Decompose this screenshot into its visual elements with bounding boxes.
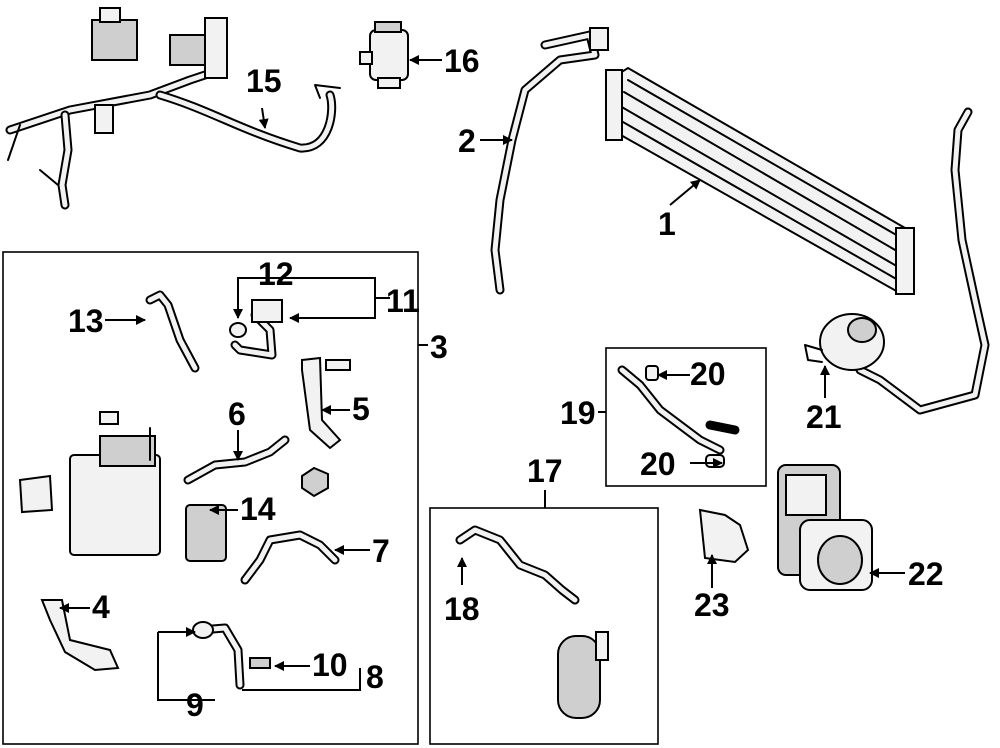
callout-20-lower: 20 bbox=[640, 446, 676, 482]
part-15-harness bbox=[5, 7, 341, 210]
part-21-accumulator bbox=[804, 107, 990, 415]
part-20-cap-lower bbox=[705, 454, 725, 468]
part-16-valve bbox=[359, 21, 409, 89]
part-13-hose bbox=[145, 290, 200, 373]
callout-20-upper: 20 bbox=[690, 356, 726, 392]
callout-13: 13 bbox=[68, 303, 104, 339]
part-10-clip bbox=[249, 657, 271, 669]
part-11-hose bbox=[230, 299, 283, 360]
part-1-condenser bbox=[605, 66, 915, 295]
callout-23: 23 bbox=[694, 587, 730, 623]
callout-1: 1 bbox=[658, 206, 676, 242]
part-3-module bbox=[18, 411, 161, 556]
callout-5: 5 bbox=[352, 391, 370, 427]
callout-15: 15 bbox=[246, 63, 282, 99]
callout-2: 2 bbox=[458, 123, 476, 159]
part-6-hose bbox=[183, 435, 290, 485]
part-5-bracket bbox=[301, 356, 351, 498]
callout-16: 16 bbox=[444, 43, 480, 79]
callout-22: 22 bbox=[908, 556, 944, 592]
callout-6: 6 bbox=[228, 396, 246, 432]
group-box-3 bbox=[2, 251, 419, 745]
callout-10: 10 bbox=[312, 647, 348, 683]
part-12-o-ring bbox=[229, 322, 247, 338]
part-19-hose bbox=[617, 365, 740, 455]
callout-7: 7 bbox=[372, 533, 390, 569]
callout-21: 21 bbox=[806, 399, 842, 435]
part-17-hose bbox=[455, 525, 609, 719]
callout-18: 18 bbox=[444, 591, 480, 627]
part-8-hose bbox=[192, 621, 245, 690]
part-7-hose bbox=[240, 530, 340, 585]
part-14-sensor bbox=[185, 504, 227, 562]
callout-12: 12 bbox=[258, 256, 294, 292]
callout-14: 14 bbox=[240, 491, 276, 527]
callout-19: 19 bbox=[560, 395, 596, 431]
part-23-bracket bbox=[698, 508, 750, 564]
part-20-cap-upper bbox=[645, 365, 659, 381]
callout-4: 4 bbox=[92, 589, 110, 625]
callout-8: 8 bbox=[366, 659, 384, 695]
group-box-19 bbox=[605, 347, 767, 487]
part-2-hose bbox=[490, 27, 609, 295]
part-4-bracket bbox=[40, 599, 120, 672]
callout-3: 3 bbox=[430, 329, 448, 365]
part-22-compressor bbox=[777, 464, 873, 591]
callout-17: 17 bbox=[527, 453, 563, 489]
callout-11: 11 bbox=[386, 283, 420, 319]
callout-9: 9 bbox=[186, 687, 204, 723]
leader-lines bbox=[59, 55, 905, 701]
